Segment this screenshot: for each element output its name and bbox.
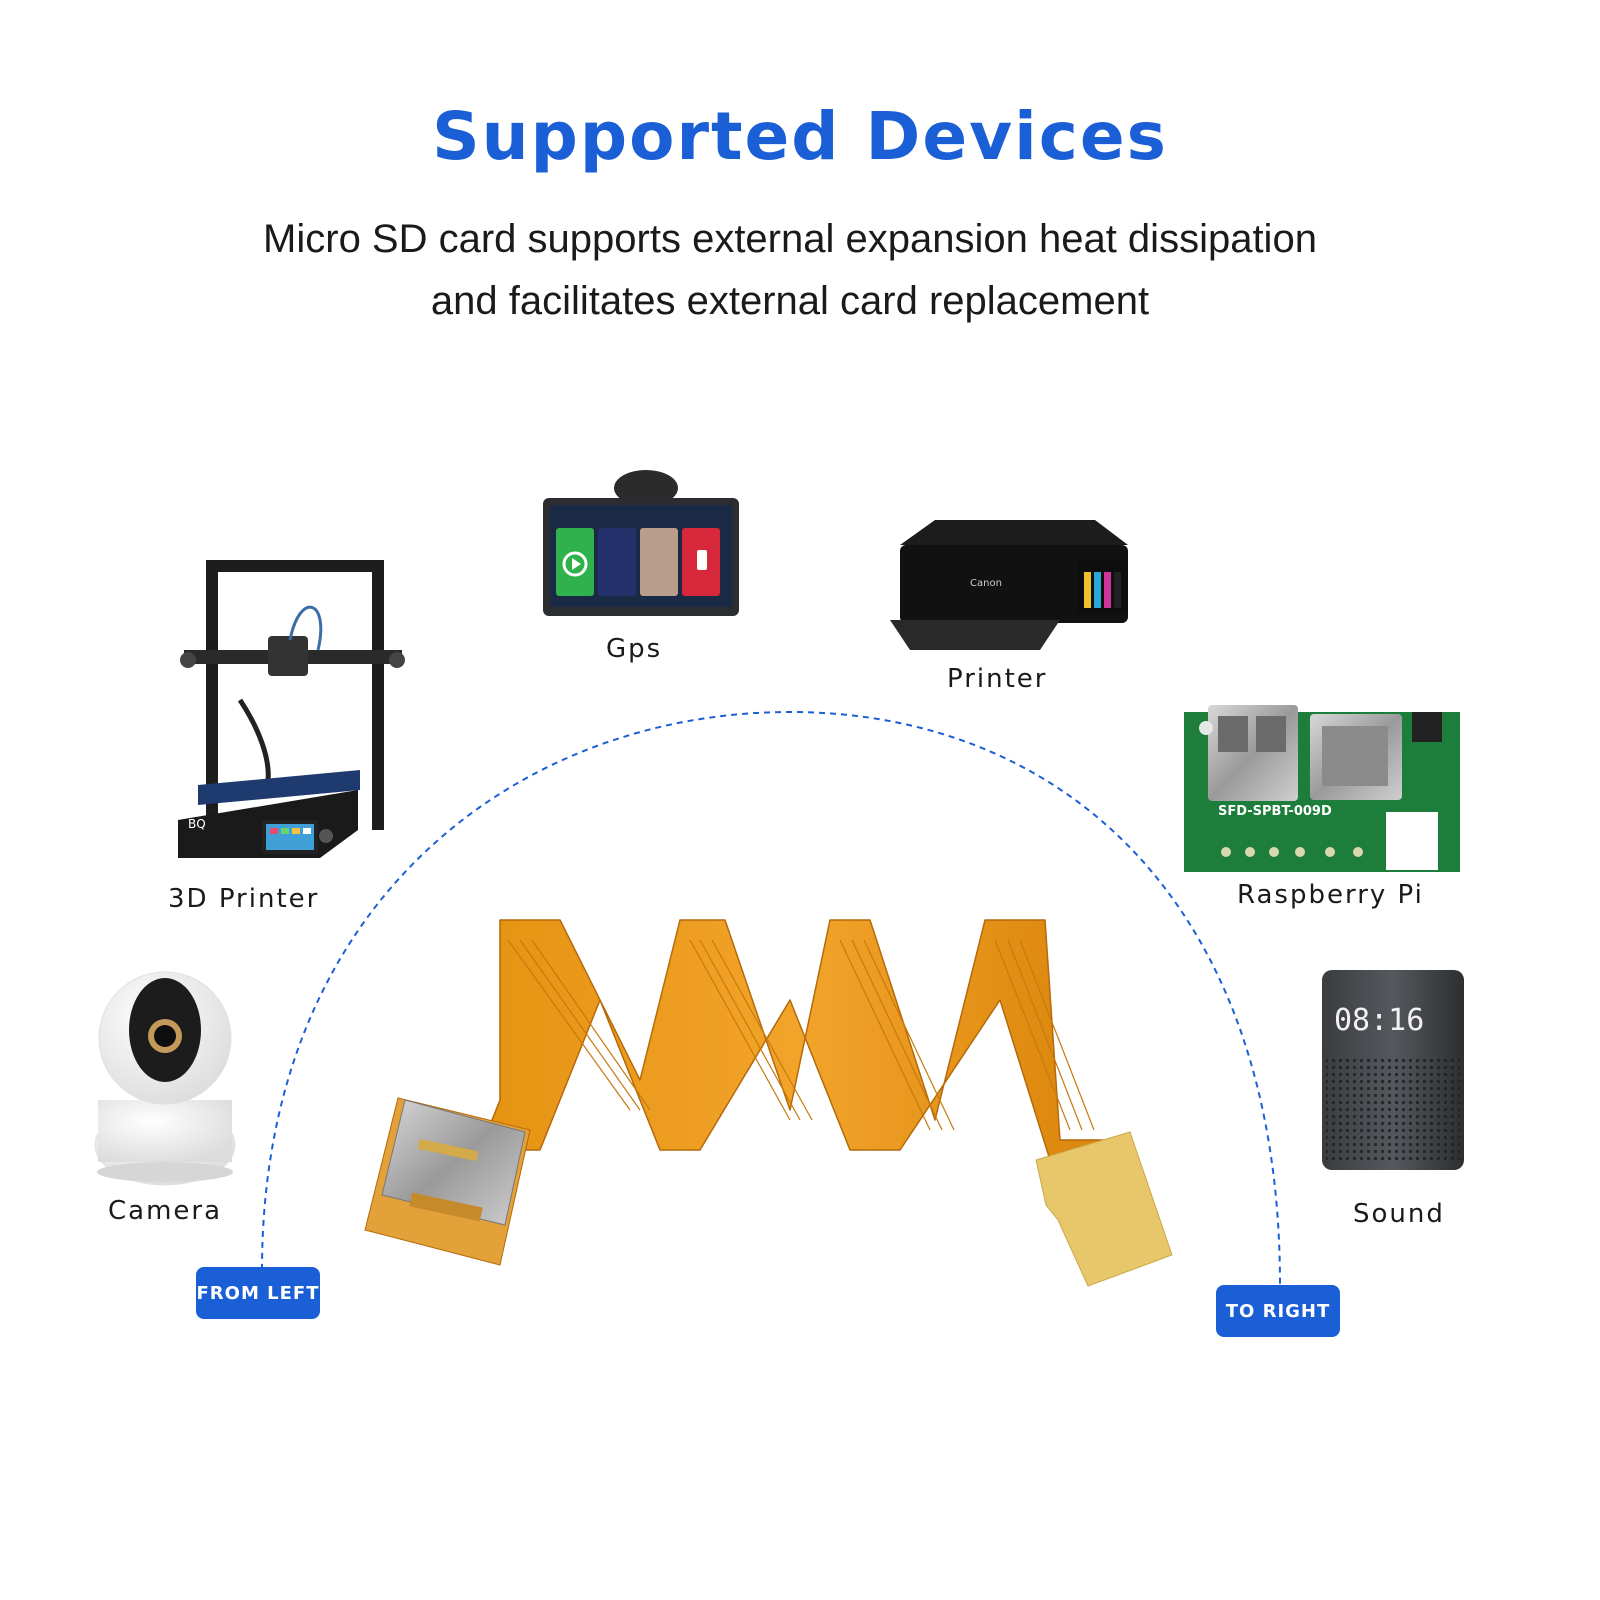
device-label-camera: Camera bbox=[108, 1196, 223, 1226]
sound-speaker-image: 08:16 bbox=[1322, 970, 1464, 1170]
flex-cable-image bbox=[364, 919, 1173, 1287]
device-label-sound: Sound bbox=[1353, 1199, 1445, 1229]
device-label-gps: Gps bbox=[606, 634, 663, 664]
3d-printer-logo-text: BQ bbox=[188, 817, 206, 831]
page-subtitle: Micro SD card supports external expansio… bbox=[200, 208, 1380, 332]
subtitle-line-2: and facilitates external card replacemen… bbox=[430, 279, 1150, 323]
dashed-arc bbox=[261, 710, 1281, 1286]
raspberry-pi-image: SFD-SPBT-009D bbox=[1184, 705, 1460, 872]
page-title: Supported Devices bbox=[432, 98, 1168, 175]
gps-image bbox=[543, 470, 739, 616]
device-label-3d-printer: 3D Printer bbox=[168, 884, 320, 914]
subtitle-line-1: Micro SD card supports external expansio… bbox=[263, 217, 1317, 261]
printer-image: Canon bbox=[890, 520, 1128, 650]
to-right-badge: TO RIGHT bbox=[1216, 1285, 1340, 1337]
3d-printer-image: BQ bbox=[178, 560, 405, 858]
speaker-clock-text: 08:16 bbox=[1334, 1003, 1424, 1038]
camera-image bbox=[94, 971, 236, 1186]
board-model-text: SFD-SPBT-009D bbox=[1218, 804, 1332, 819]
device-label-printer: Printer bbox=[947, 664, 1048, 694]
printer-brand-text: Canon bbox=[970, 578, 1002, 589]
device-label-raspberry-pi: Raspberry Pi bbox=[1237, 880, 1424, 910]
from-left-badge: FROM LEFT bbox=[196, 1267, 320, 1319]
